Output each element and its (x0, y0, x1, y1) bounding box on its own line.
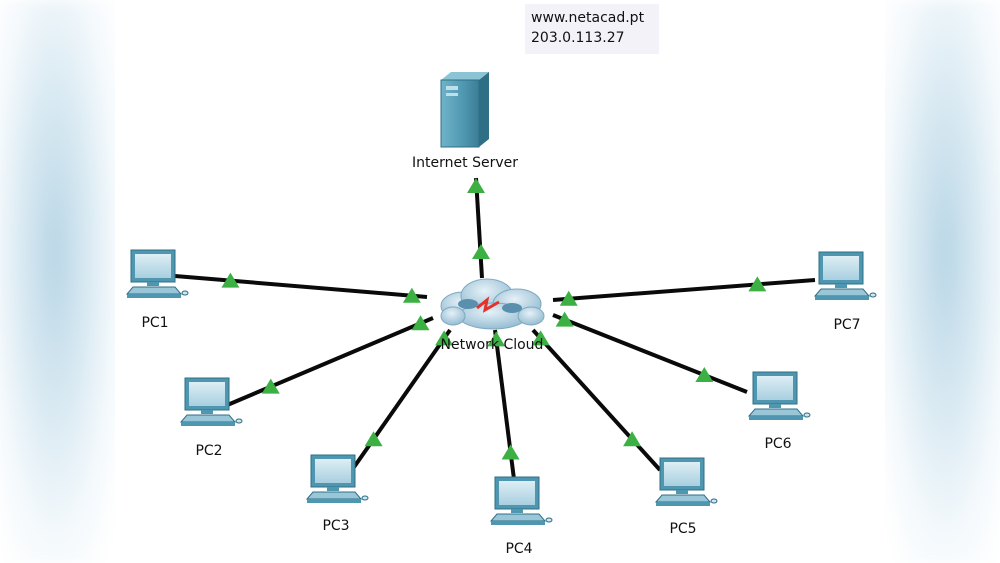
link-server-cloud[interactable] (474, 177, 484, 279)
link-cloud-pc5[interactable] (531, 328, 662, 472)
pc-icon-pc2[interactable] (179, 377, 243, 426)
link-cloud-pc4[interactable] (493, 329, 517, 488)
pc-icon-pc5[interactable] (654, 457, 718, 506)
link-cloud-pc1[interactable] (174, 274, 428, 299)
link-cloud-pc6[interactable] (552, 313, 748, 394)
link-cloud-pc2[interactable] (224, 316, 434, 408)
pc-icon-pc4[interactable] (489, 476, 553, 525)
link-status-cloud-pc6 (555, 311, 574, 327)
pc-icon-pc7[interactable] (813, 251, 877, 300)
devices-layer (125, 72, 877, 525)
dns-info-box: www.netacad.pt 203.0.113.27 (525, 4, 659, 54)
link-status-pc7-end (748, 276, 767, 292)
link-status-pc5-end (623, 431, 642, 447)
background-blur-left (0, 0, 120, 563)
link-status-cloud-pc5 (531, 330, 550, 346)
link-status-pc4-end (501, 444, 520, 460)
link-status-cloud-pc4 (487, 331, 506, 347)
pc-label-pc2[interactable]: PC2 (195, 443, 223, 459)
link-cloud-pc7[interactable] (552, 278, 816, 302)
link-cloud-pc3[interactable] (350, 328, 452, 472)
network-cloud-icon[interactable] (440, 278, 545, 330)
link-status-pc6-end (695, 367, 714, 383)
pc-icon-pc3[interactable] (305, 454, 369, 503)
link-status-cloud-server (472, 244, 490, 259)
link-status-cloud-pc7 (559, 290, 578, 306)
dns-url: www.netacad.pt (531, 10, 645, 26)
server-label[interactable]: Internet Server (412, 155, 518, 171)
pc-label-pc5[interactable]: PC5 (669, 521, 697, 537)
cloud-label[interactable]: Network Cloud (440, 337, 544, 353)
link-status-server-end (467, 178, 485, 193)
link-status-cloud-pc2 (411, 315, 430, 331)
links-layer (174, 177, 816, 488)
pc-icon-pc6[interactable] (747, 371, 811, 420)
pc-label-pc7[interactable]: PC7 (833, 317, 861, 333)
link-status-pc2-end (261, 378, 280, 394)
background-blur-right (880, 0, 1000, 563)
topology-canvas: www.netacad.pt 203.0.113.27 Internet Ser… (115, 0, 885, 563)
link-status-pc1-end (221, 272, 240, 288)
dns-ip: 203.0.113.27 (531, 30, 625, 46)
link-status-pc3-end (364, 431, 383, 447)
link-status-cloud-pc1 (402, 287, 421, 303)
link-status-layer (221, 178, 767, 460)
pc-label-pc1[interactable]: PC1 (141, 315, 169, 331)
topology-diagram (125, 72, 877, 525)
pc-label-pc4[interactable]: PC4 (505, 541, 533, 557)
pc-icon-pc1[interactable] (125, 249, 189, 298)
link-status-cloud-pc3 (435, 330, 454, 346)
server-tower-icon[interactable] (440, 72, 489, 148)
pc-label-pc6[interactable]: PC6 (764, 436, 792, 452)
pc-label-pc3[interactable]: PC3 (322, 518, 350, 534)
